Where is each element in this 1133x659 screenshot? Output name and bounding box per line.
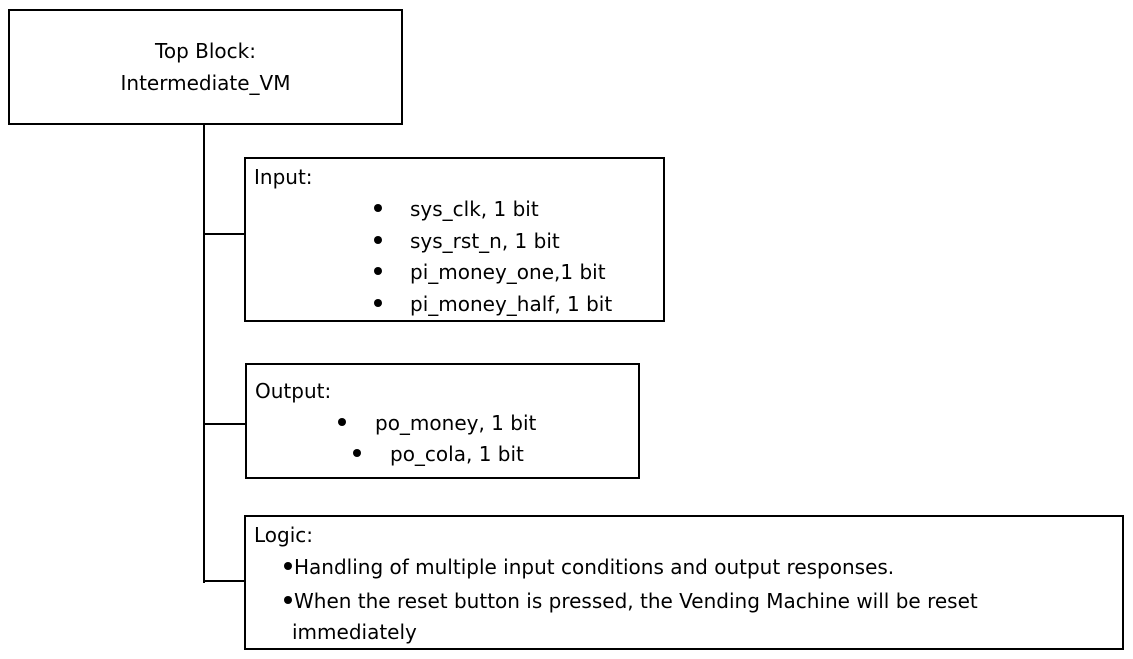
logic-heading: Logic: <box>254 523 314 547</box>
output-bullet-2 <box>353 449 361 457</box>
output-item-po-cola: po_cola, 1 bit <box>390 442 524 466</box>
output-item-po-money: po_money, 1 bit <box>375 411 537 435</box>
input-item-pi-money-half: pi_money_half, 1 bit <box>410 292 613 316</box>
input-bullet-3 <box>374 267 382 275</box>
input-item-pi-money-one: pi_money_one,1 bit <box>410 260 606 284</box>
input-block-box: Input: sys_clk, 1 bit sys_rst_n, 1 bit p… <box>244 157 665 322</box>
input-bullet-4 <box>374 299 382 307</box>
logic-item-reset: When the reset button is pressed, the Ve… <box>294 589 978 613</box>
input-item-sys-rst-n: sys_rst_n, 1 bit <box>410 229 560 253</box>
input-bullet-2 <box>374 236 382 244</box>
output-block-box: Output: po_money, 1 bit po_cola, 1 bit <box>245 363 640 479</box>
logic-item-handling: Handling of multiple input conditions an… <box>294 555 895 579</box>
top-block-box: Top Block: Intermediate_VM <box>8 9 403 125</box>
input-connector-line <box>203 233 245 235</box>
top-block-title: Top Block: <box>155 39 256 63</box>
input-item-sys-clk: sys_clk, 1 bit <box>410 197 539 221</box>
logic-bullet-1 <box>284 562 292 570</box>
logic-item-reset-continued: immediately <box>292 620 417 644</box>
logic-bullet-2 <box>284 596 292 604</box>
logic-connector-line <box>203 580 245 582</box>
top-block-name: Intermediate_VM <box>120 71 291 95</box>
input-heading: Input: <box>254 165 313 189</box>
output-bullet-1 <box>338 418 346 426</box>
output-connector-line <box>205 423 246 425</box>
logic-block-box: Logic: Handling of multiple input condit… <box>244 515 1124 650</box>
trunk-connector-line <box>203 124 205 583</box>
input-bullet-1 <box>374 204 382 212</box>
output-heading: Output: <box>255 379 332 403</box>
